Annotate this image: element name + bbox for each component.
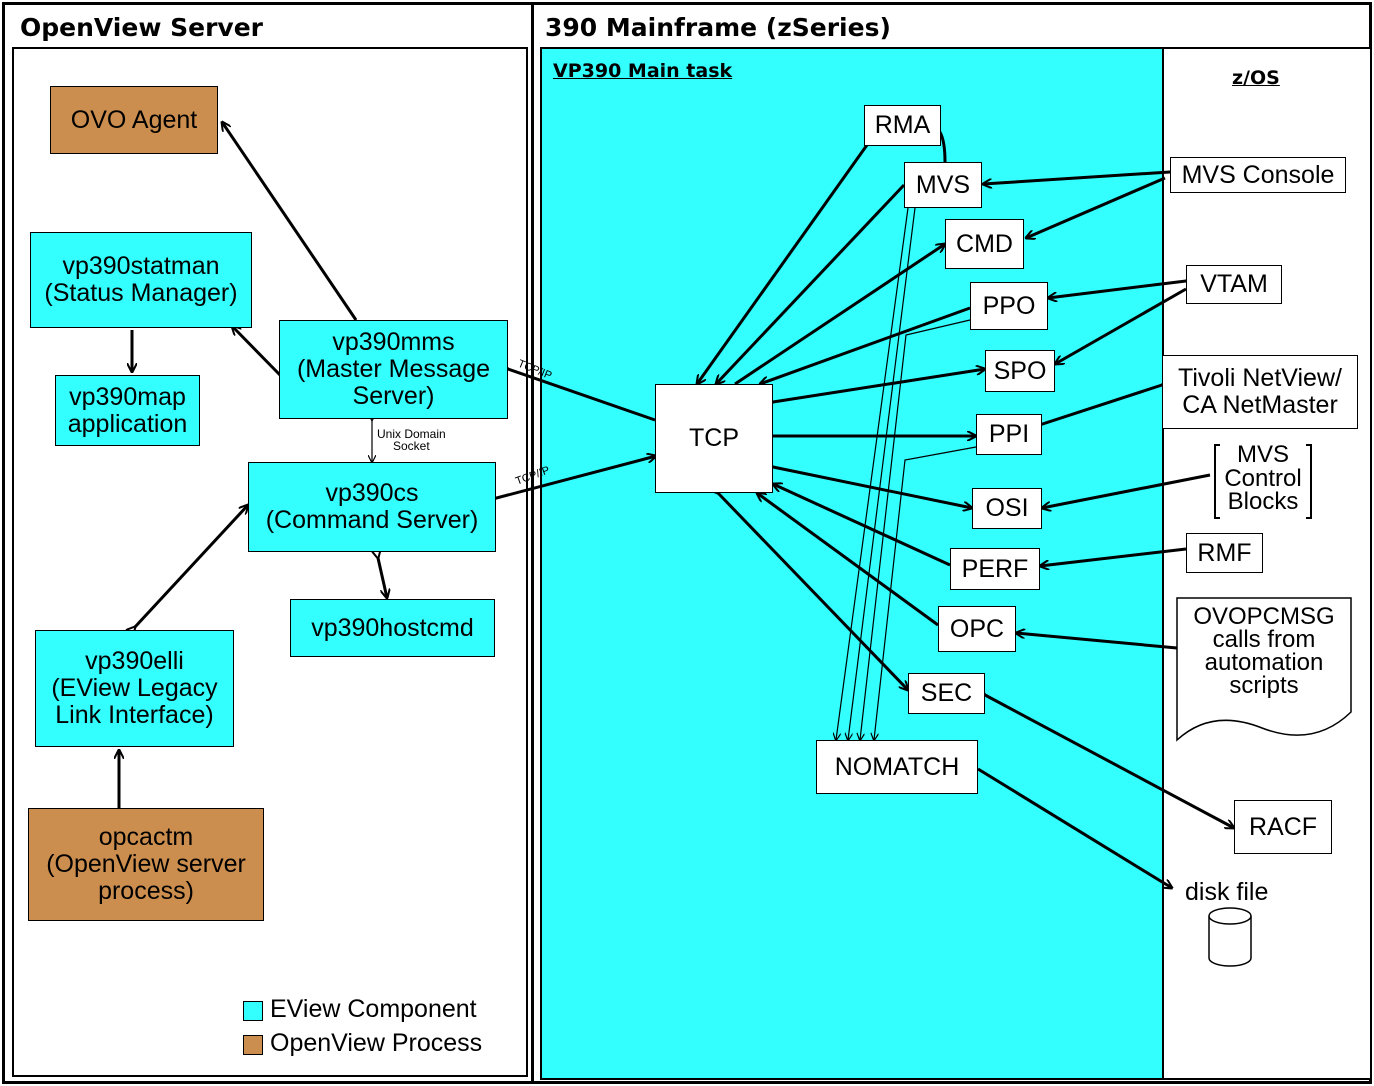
- opc-box: OPC: [938, 606, 1016, 652]
- control-blocks-bracket-left: [1214, 444, 1220, 519]
- edge-cs-hostcmd: [378, 558, 387, 598]
- edge-cs-tcp: [469, 456, 656, 507]
- vp390cs-box: vp390cs(Command Server): [248, 462, 496, 552]
- spo-box: SPO: [985, 350, 1055, 392]
- vtam-box: VTAM: [1186, 265, 1282, 304]
- edge-mvs-nomatch: [836, 207, 909, 740]
- edge-console-mvs: [983, 172, 1170, 184]
- rma-box: RMA: [864, 105, 941, 146]
- openview-server-inner: [12, 47, 528, 1077]
- nomatch-box: NOMATCH: [816, 740, 978, 794]
- edge-ovopcmsg-opc: [1016, 633, 1178, 650]
- edge-tcp-sec: [718, 493, 908, 690]
- sec-box: SEC: [908, 673, 985, 714]
- mvs-box: MVS: [904, 162, 982, 208]
- tivoli-netview-box: Tivoli NetView/CA NetMaster: [1162, 355, 1358, 429]
- vp390statman-box: vp390statman(Status Manager): [30, 232, 252, 328]
- perf-box: PERF: [950, 548, 1040, 590]
- rmf-box: RMF: [1186, 533, 1263, 573]
- edge-mms-ovo: [222, 122, 358, 321]
- cmd-box: CMD: [945, 219, 1024, 269]
- osi-box: OSI: [972, 488, 1042, 529]
- edge-tcp-cmd: [734, 244, 945, 386]
- edge-netview-ppi: [1018, 385, 1162, 432]
- edge-blocks-osi: [1042, 473, 1211, 508]
- disk-file-label: disk file: [1185, 878, 1269, 906]
- edge-mms-tcp: [508, 369, 656, 422]
- ovopcmsg-document-shape: [1176, 597, 1352, 742]
- edge-elli-cs: [135, 505, 248, 627]
- mainframe-title: 390 Mainframe (zSeries): [545, 13, 891, 42]
- edge-console-cmd: [1026, 176, 1166, 238]
- vp390hostcmd-box: vp390hostcmd: [290, 599, 495, 657]
- openview-server-title: OpenView Server: [20, 13, 264, 42]
- edge-rma-tcp: [697, 144, 869, 384]
- edge-mms-statman: [232, 326, 282, 377]
- control-blocks-bracket-right: [1306, 444, 1312, 519]
- legend-label-eview: EView Component: [270, 995, 477, 1023]
- edge-ppo-nomatch: [860, 319, 971, 740]
- edge-nomatch-disk: [977, 767, 1172, 888]
- ppo-box: PPO: [970, 282, 1048, 330]
- edge-sec-racf: [985, 695, 1234, 828]
- racf-box: RACF: [1234, 800, 1332, 854]
- edge-opc-tcp: [757, 493, 939, 627]
- legend-label-openview: OpenView Process: [270, 1029, 483, 1057]
- legend-swatch-eview: [243, 1001, 263, 1021]
- edge-mvs-nomatch-2: [848, 207, 916, 740]
- edge-rmf-perf: [1040, 547, 1187, 566]
- edge-mvs-tcp: [716, 183, 906, 384]
- edge-tcp-spo: [773, 369, 985, 402]
- edge-vtam-ppo: [1048, 281, 1186, 298]
- ovo-agent-box: OVO Agent: [50, 86, 218, 154]
- edge-vtam-spo: [1055, 287, 1187, 364]
- edge-ppi-nomatch: [874, 446, 977, 740]
- legend-swatch-openview: [243, 1035, 263, 1055]
- ppi-box: PPI: [976, 414, 1042, 455]
- tcp-box: TCP: [655, 384, 773, 493]
- disk-file-icon: [1208, 907, 1252, 967]
- zos-title: z/OS: [1232, 67, 1280, 89]
- mvs-console-box: MVS Console: [1170, 157, 1346, 193]
- main-task-title: VP390 Main task: [553, 60, 733, 82]
